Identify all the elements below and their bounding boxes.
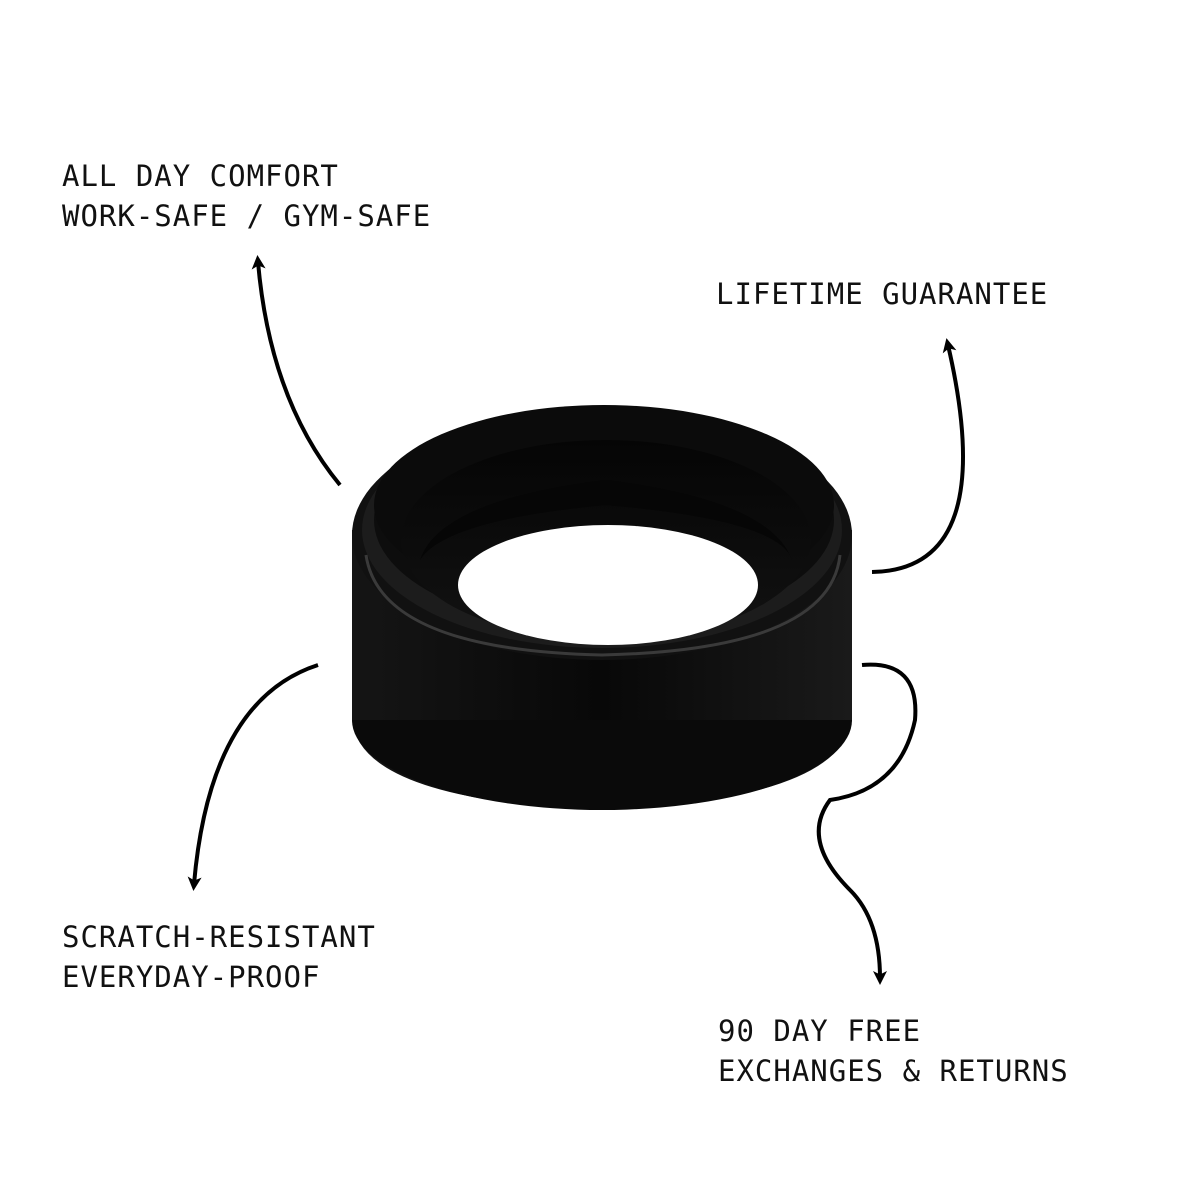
feature-line: EXCHANGES & RETURNS [718, 1054, 1069, 1088]
feature-scratch-label: SCRATCH-RESISTANT EVERYDAY-PROOF [62, 917, 376, 997]
arrow-bottom-right-icon [816, 662, 918, 985]
feature-line: ALL DAY COMFORT [62, 159, 339, 193]
arrow-bottom-left-icon [187, 663, 319, 891]
ring-icon [352, 405, 852, 810]
feature-line: WORK-SAFE / GYM-SAFE [62, 199, 432, 233]
arrow-top-left-icon [251, 255, 342, 487]
feature-guarantee-label: LIFETIME GUARANTEE [716, 274, 1048, 314]
feature-line: EVERYDAY-PROOF [62, 960, 321, 994]
feature-comfort-label: ALL DAY COMFORT WORK-SAFE / GYM-SAFE [62, 156, 431, 236]
arrow-top-right-icon [871, 338, 965, 574]
feature-line: SCRATCH-RESISTANT [62, 920, 376, 954]
feature-line: 90 DAY FREE [718, 1014, 922, 1048]
feature-line: LIFETIME GUARANTEE [716, 277, 1049, 311]
feature-returns-label: 90 DAY FREE EXCHANGES & RETURNS [718, 1011, 1069, 1091]
